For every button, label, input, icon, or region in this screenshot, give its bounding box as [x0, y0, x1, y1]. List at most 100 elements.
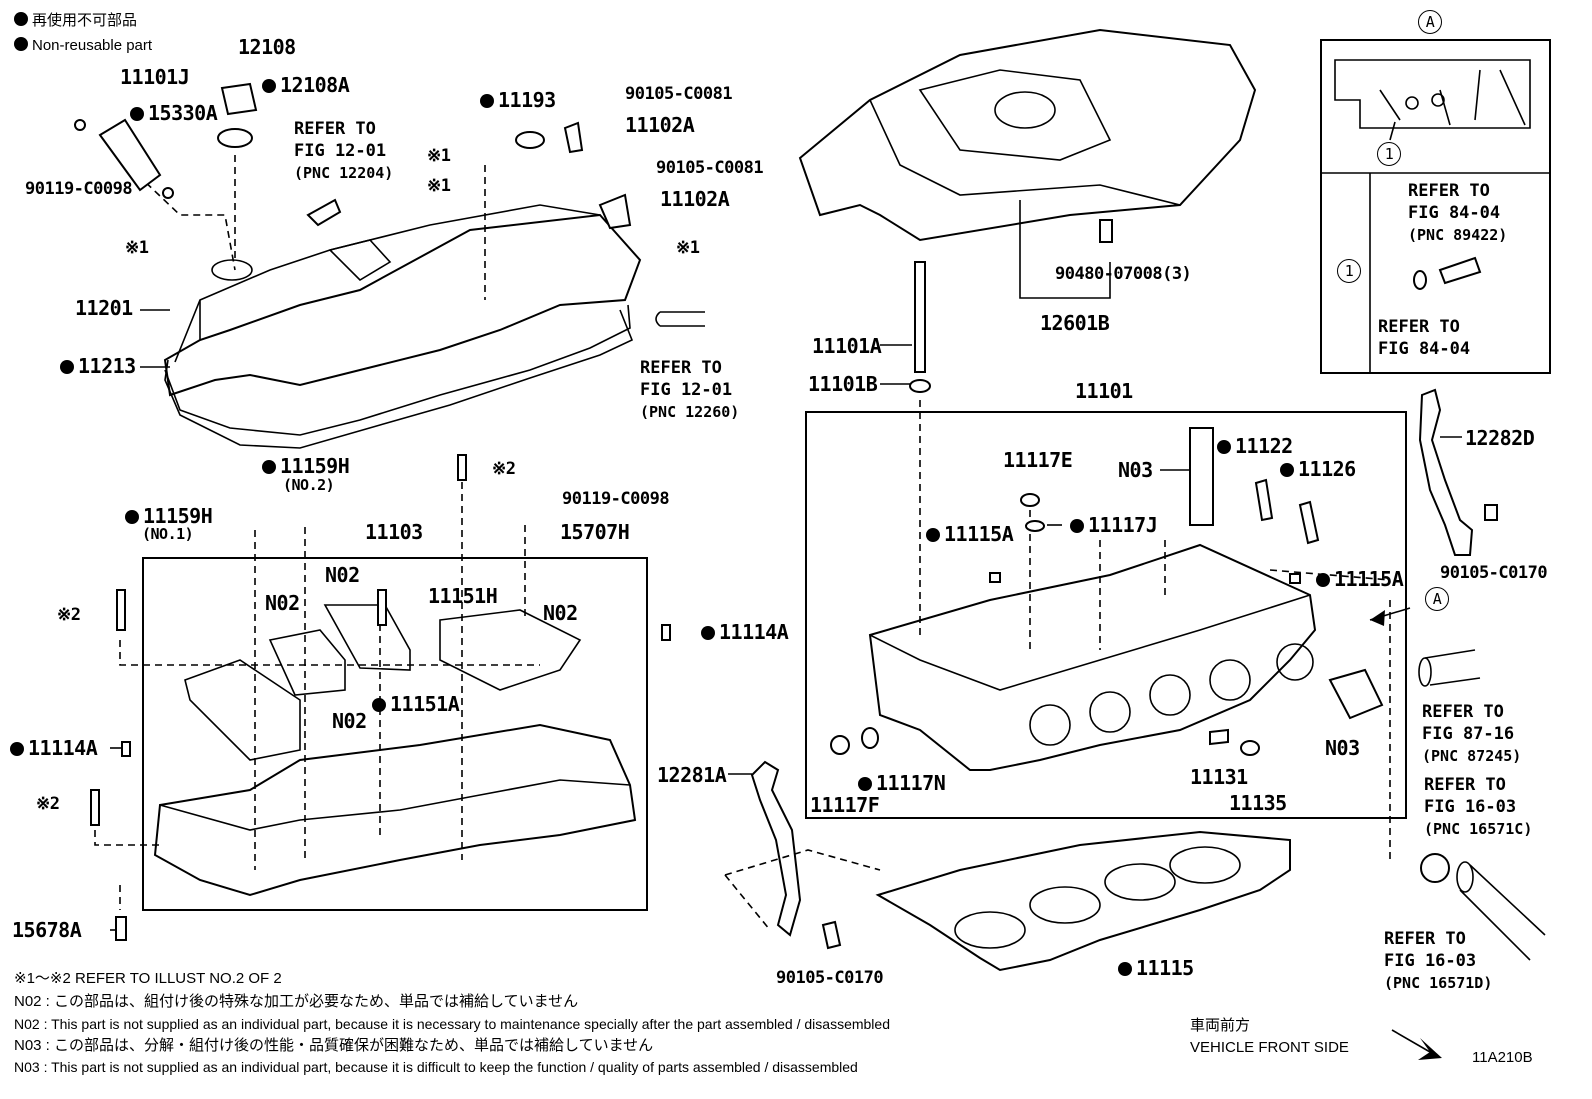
- refer-fig-84-04-pnc-89422[interactable]: REFER TO FIG 84-04 (PNC 89422): [1408, 180, 1507, 246]
- bullet-icon: [14, 37, 28, 51]
- bullet-icon: [262, 79, 276, 93]
- detail-a-box: [1320, 39, 1551, 374]
- part-label-n02-c: N02: [543, 601, 578, 625]
- part-label-11117j: 11117J: [1070, 513, 1158, 537]
- mark-1-d: ※1: [676, 238, 700, 258]
- part-label-12108: 12108: [238, 35, 296, 59]
- part-label-90105-c0170-bottom: 90105-C0170: [776, 968, 884, 988]
- mark-1-c: ※1: [125, 238, 149, 258]
- part-label-11114a-right: 11114A: [701, 620, 789, 644]
- refer-fig: FIG 84-04: [1408, 203, 1501, 223]
- legend-nonreusable-en: Non-reusable part: [14, 37, 152, 53]
- diagram-id: 11A210B: [1472, 1049, 1533, 1066]
- refer-line: REFER TO: [1378, 317, 1460, 337]
- bullet-icon: [372, 698, 386, 712]
- circle-1-detail: 1: [1377, 142, 1401, 166]
- footnote-n03-en: N03 : This part is not supplied as an in…: [14, 1059, 858, 1075]
- part-label-text: 11115: [1136, 956, 1194, 980]
- footnote-n02-jp: N02 : この部品は、組付け後の特殊な加工が必要なため、単品では補給していませ…: [14, 993, 579, 1010]
- refer-fig: FIG 16-03: [1384, 951, 1477, 971]
- vehicle-front-en: VEHICLE FRONT SIDE: [1190, 1039, 1349, 1056]
- refer-fig-84-04[interactable]: REFER TO FIG 84-04: [1378, 316, 1470, 360]
- footnote-refer-illust: ※1～※2 REFER TO ILLUST NO.2 OF 2: [14, 970, 282, 987]
- refer-fig-12-01-pnc-12260[interactable]: REFER TO FIG 12-01 (PNC 12260): [640, 357, 739, 423]
- part-label-text: 11159H: [280, 454, 350, 478]
- part-label-11213: 11213: [60, 356, 136, 376]
- part-label-n03-b: N03: [1325, 736, 1360, 760]
- part-label-text: 11114A: [28, 736, 98, 760]
- part-label-12601b: 12601B: [1040, 311, 1110, 335]
- part-label-n02-b: N02: [325, 563, 360, 587]
- refer-fig-87-16-pnc-87245[interactable]: REFER TO FIG 87-16 (PNC 87245): [1422, 701, 1521, 767]
- part-label-90119-c0098-top: 90119-C0098: [25, 179, 133, 199]
- part-label-15707h: 15707H: [560, 520, 630, 544]
- leader-lines: [110, 309, 1462, 1060]
- vehicle-front-jp: 車両前方: [1190, 1017, 1251, 1034]
- part-label-11193: 11193: [480, 90, 556, 110]
- refer-fig: FIG 87-16: [1422, 724, 1515, 744]
- refer-pnc: (PNC 12204): [294, 164, 394, 182]
- part-label-text: 11151A: [390, 692, 460, 716]
- part-label-11101j: 11101J: [120, 65, 190, 89]
- bullet-icon: [130, 107, 144, 121]
- refer-pnc: (PNC 16571D): [1384, 974, 1493, 992]
- part-label-11135: 11135: [1229, 791, 1287, 815]
- bullet-icon: [60, 360, 74, 374]
- camshaft-housing-shape: [94, 470, 637, 910]
- part-note-no1: (NO.1): [142, 525, 194, 543]
- circle-1-table: 1: [1337, 259, 1361, 283]
- mark-2-c: ※2: [36, 794, 60, 814]
- mark-1-b: ※1: [427, 176, 451, 196]
- bullet-icon: [1118, 962, 1132, 976]
- part-label-11201: 11201: [75, 296, 133, 320]
- part-label-11115: 11115: [1118, 958, 1194, 978]
- footnote-n03-jp: N03 : この部品は、分解・組付け後の性能・品質確保が困難なため、単品では補給…: [14, 1037, 654, 1054]
- part-label-90105-c0081-b: 90105-C0081: [656, 158, 764, 178]
- bullet-icon: [125, 510, 139, 524]
- part-label-text: 11114A: [719, 620, 789, 644]
- circle-a-top: A: [1418, 10, 1442, 34]
- legend-nonreusable-jp: 再使用不可部品: [14, 12, 137, 28]
- circle-1-label: 1: [1377, 142, 1401, 166]
- part-label-11117f: 11117F: [810, 793, 880, 817]
- part-label-11114a-left: 11114A: [10, 736, 98, 760]
- part-label-11101: 11101: [1075, 379, 1133, 403]
- part-label-90105-c0170-right: 90105-C0170: [1440, 563, 1548, 583]
- refer-fig: FIG 16-03: [1424, 797, 1517, 817]
- refer-pnc: (PNC 12260): [640, 403, 740, 421]
- part-label-11117e: 11117E: [1003, 448, 1073, 472]
- part-label-11131: 11131: [1190, 765, 1248, 789]
- part-label-12281a: 12281A: [657, 763, 727, 787]
- part-label-n02-d: N02: [332, 709, 367, 733]
- circle-1-label: 1: [1337, 259, 1361, 283]
- part-label-text: 11117J: [1088, 513, 1158, 537]
- part-label-12282d: 12282D: [1465, 426, 1535, 450]
- part-label-11151h: 11151H: [428, 584, 498, 608]
- bullet-icon: [926, 528, 940, 542]
- part-label-11102a-a: 11102A: [625, 113, 695, 137]
- oil-cap-shape: [217, 82, 545, 149]
- refer-fig: FIG 84-04: [1378, 339, 1471, 359]
- part-label-90105-c0081-a: 90105-C0081: [625, 84, 733, 104]
- refer-pnc: (PNC 16571C): [1424, 820, 1533, 838]
- bullet-icon: [701, 626, 715, 640]
- refer-line: REFER TO: [1424, 775, 1506, 795]
- part-label-n03-a: N03: [1118, 458, 1153, 482]
- refer-line: REFER TO: [1384, 929, 1466, 949]
- valve-cover-shape: [119, 155, 642, 436]
- refer-line: REFER TO: [1408, 181, 1490, 201]
- footnote-n02-en: N02 : This part is not supplied as an in…: [14, 1016, 890, 1032]
- refer-fig-12-01-pnc-12204[interactable]: REFER TO FIG 12-01 (PNC 12204): [294, 118, 393, 184]
- part-label-11101b: 11101B: [808, 372, 878, 396]
- hoses-shape: [1418, 649, 1546, 961]
- refer-fig-16-03-pnc-16571d[interactable]: REFER TO FIG 16-03 (PNC 16571D): [1384, 928, 1492, 994]
- part-label-11151a: 11151A: [372, 692, 460, 716]
- refer-line: REFER TO: [1422, 702, 1504, 722]
- valve-cover-gasket-shape: [164, 309, 634, 449]
- part-label-11103: 11103: [365, 520, 423, 544]
- refer-fig-16-03-pnc-16571c[interactable]: REFER TO FIG 16-03 (PNC 16571C): [1424, 774, 1532, 840]
- bullet-icon: [14, 12, 28, 26]
- circle-a-label: A: [1425, 587, 1449, 611]
- part-label-11115a-right: 11115A: [1316, 569, 1404, 589]
